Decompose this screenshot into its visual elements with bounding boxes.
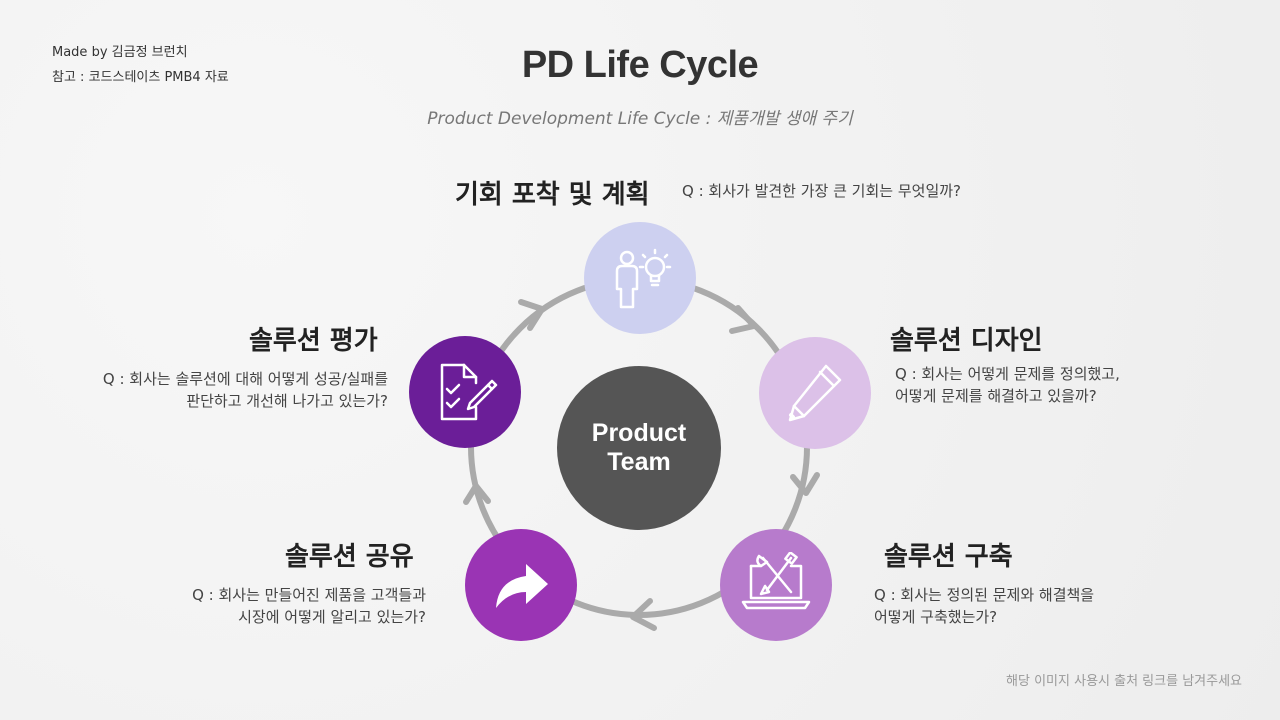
stage-node-design[interactable] bbox=[759, 337, 871, 449]
pencil-icon bbox=[788, 364, 842, 422]
stage-question-opportunity: Q : 회사가 발견한 가장 큰 기회는 무엇일까? bbox=[682, 182, 961, 200]
checklist-pen-icon bbox=[440, 363, 498, 421]
center-line-1: Product bbox=[591, 419, 687, 447]
arrow-head-4 bbox=[463, 483, 491, 505]
center-line-2: Team bbox=[607, 448, 671, 476]
stage-node-build[interactable] bbox=[720, 529, 832, 641]
share-arrow-icon bbox=[496, 564, 548, 608]
stage-title-evaluate: 솔루션 평가 bbox=[249, 326, 378, 356]
stage-title-share: 솔루션 공유 bbox=[285, 542, 414, 572]
page-subtitle: Product Development Life Cycle : 제품개발 생애… bbox=[427, 109, 853, 129]
stage-title-design: 솔루션 디자인 bbox=[890, 326, 1043, 356]
stage-title-opportunity: 기회 포착 및 계획 bbox=[455, 180, 650, 210]
credit-made-by: Made by 김금정 브런치 bbox=[52, 45, 188, 60]
footer-note: 해당 이미지 사용시 출처 링크를 남겨주세요 bbox=[1006, 674, 1242, 689]
arrow-head-5 bbox=[518, 299, 545, 331]
stage-node-share[interactable] bbox=[465, 529, 577, 641]
center-product-team: Product Team bbox=[557, 366, 721, 530]
stage-question-design: Q : 회사는 어떻게 문제를 정의했고, 어떻게 문제를 해결하고 있을까? bbox=[895, 365, 1120, 405]
stage-question-build: Q : 회사는 정의된 문제와 해결책을 어떻게 구축했는가? bbox=[874, 586, 1095, 626]
stage-question-share: Q : 회사는 만들어진 제품을 고객들과 시장에 어떻게 알리고 있는가? bbox=[192, 586, 426, 626]
person-lightbulb-icon bbox=[615, 248, 672, 309]
stage-title-build: 솔루션 구축 bbox=[884, 542, 1013, 572]
arrow-head-3 bbox=[630, 598, 657, 631]
credit-reference: 참고 : 코드스테이츠 PMB4 자료 bbox=[52, 70, 229, 85]
page-title: PD Life Cycle bbox=[521, 44, 759, 86]
stage-question-evaluate: Q : 회사는 솔루션에 대해 어떻게 성공/실패를 판단하고 개선해 나가고 … bbox=[102, 370, 388, 410]
arrow-head-2 bbox=[790, 472, 820, 496]
arrow-head-1 bbox=[729, 305, 757, 334]
laptop-tools-icon bbox=[741, 552, 811, 610]
stage-node-evaluate[interactable] bbox=[409, 336, 521, 448]
stage-node-opportunity[interactable] bbox=[584, 222, 696, 334]
